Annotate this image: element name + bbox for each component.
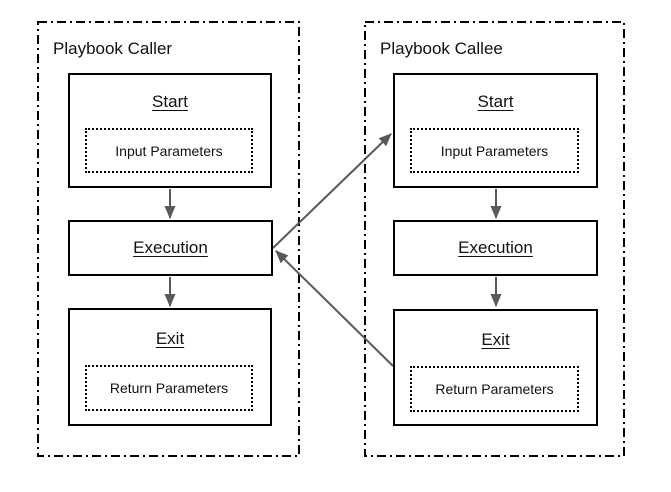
callee-panel-title: Playbook Callee	[380, 39, 503, 58]
caller-execution-title: Execution	[133, 238, 208, 257]
caller-exit-title: Exit	[155, 329, 185, 348]
callee-start-node: Start Input Parameters	[393, 73, 598, 188]
callee-exit-node: Exit Return Parameters	[393, 309, 598, 426]
callee-input-parameters-box: Input Parameters	[410, 128, 579, 173]
callee-input-parameters-label: Input Parameters	[440, 142, 549, 159]
caller-panel-title: Playbook Caller	[53, 39, 173, 58]
caller-input-parameters-box: Input Parameters	[85, 128, 253, 173]
caller-return-parameters-box: Return Parameters	[85, 365, 253, 411]
caller-input-parameters-label: Input Parameters	[115, 142, 223, 159]
caller-exit-node: Exit Return Parameters	[68, 308, 272, 426]
callee-panel: Playbook Callee Start Input Parameters E…	[364, 21, 625, 457]
caller-start-title: Start	[152, 92, 188, 111]
callee-exit-title: Exit	[481, 330, 510, 349]
caller-panel: Playbook Caller Start Input Parameters E…	[37, 21, 300, 457]
callee-execution-node: Execution	[393, 220, 598, 276]
caller-execution-node: Execution	[68, 220, 273, 276]
callee-execution-title: Execution	[458, 238, 533, 257]
callee-return-parameters-box: Return Parameters	[410, 366, 579, 412]
caller-start-node: Start Input Parameters	[68, 73, 272, 188]
caller-return-parameters-label: Return Parameters	[109, 380, 229, 396]
callee-return-parameters-label: Return Parameters	[435, 381, 554, 397]
callee-start-title: Start	[477, 92, 514, 111]
